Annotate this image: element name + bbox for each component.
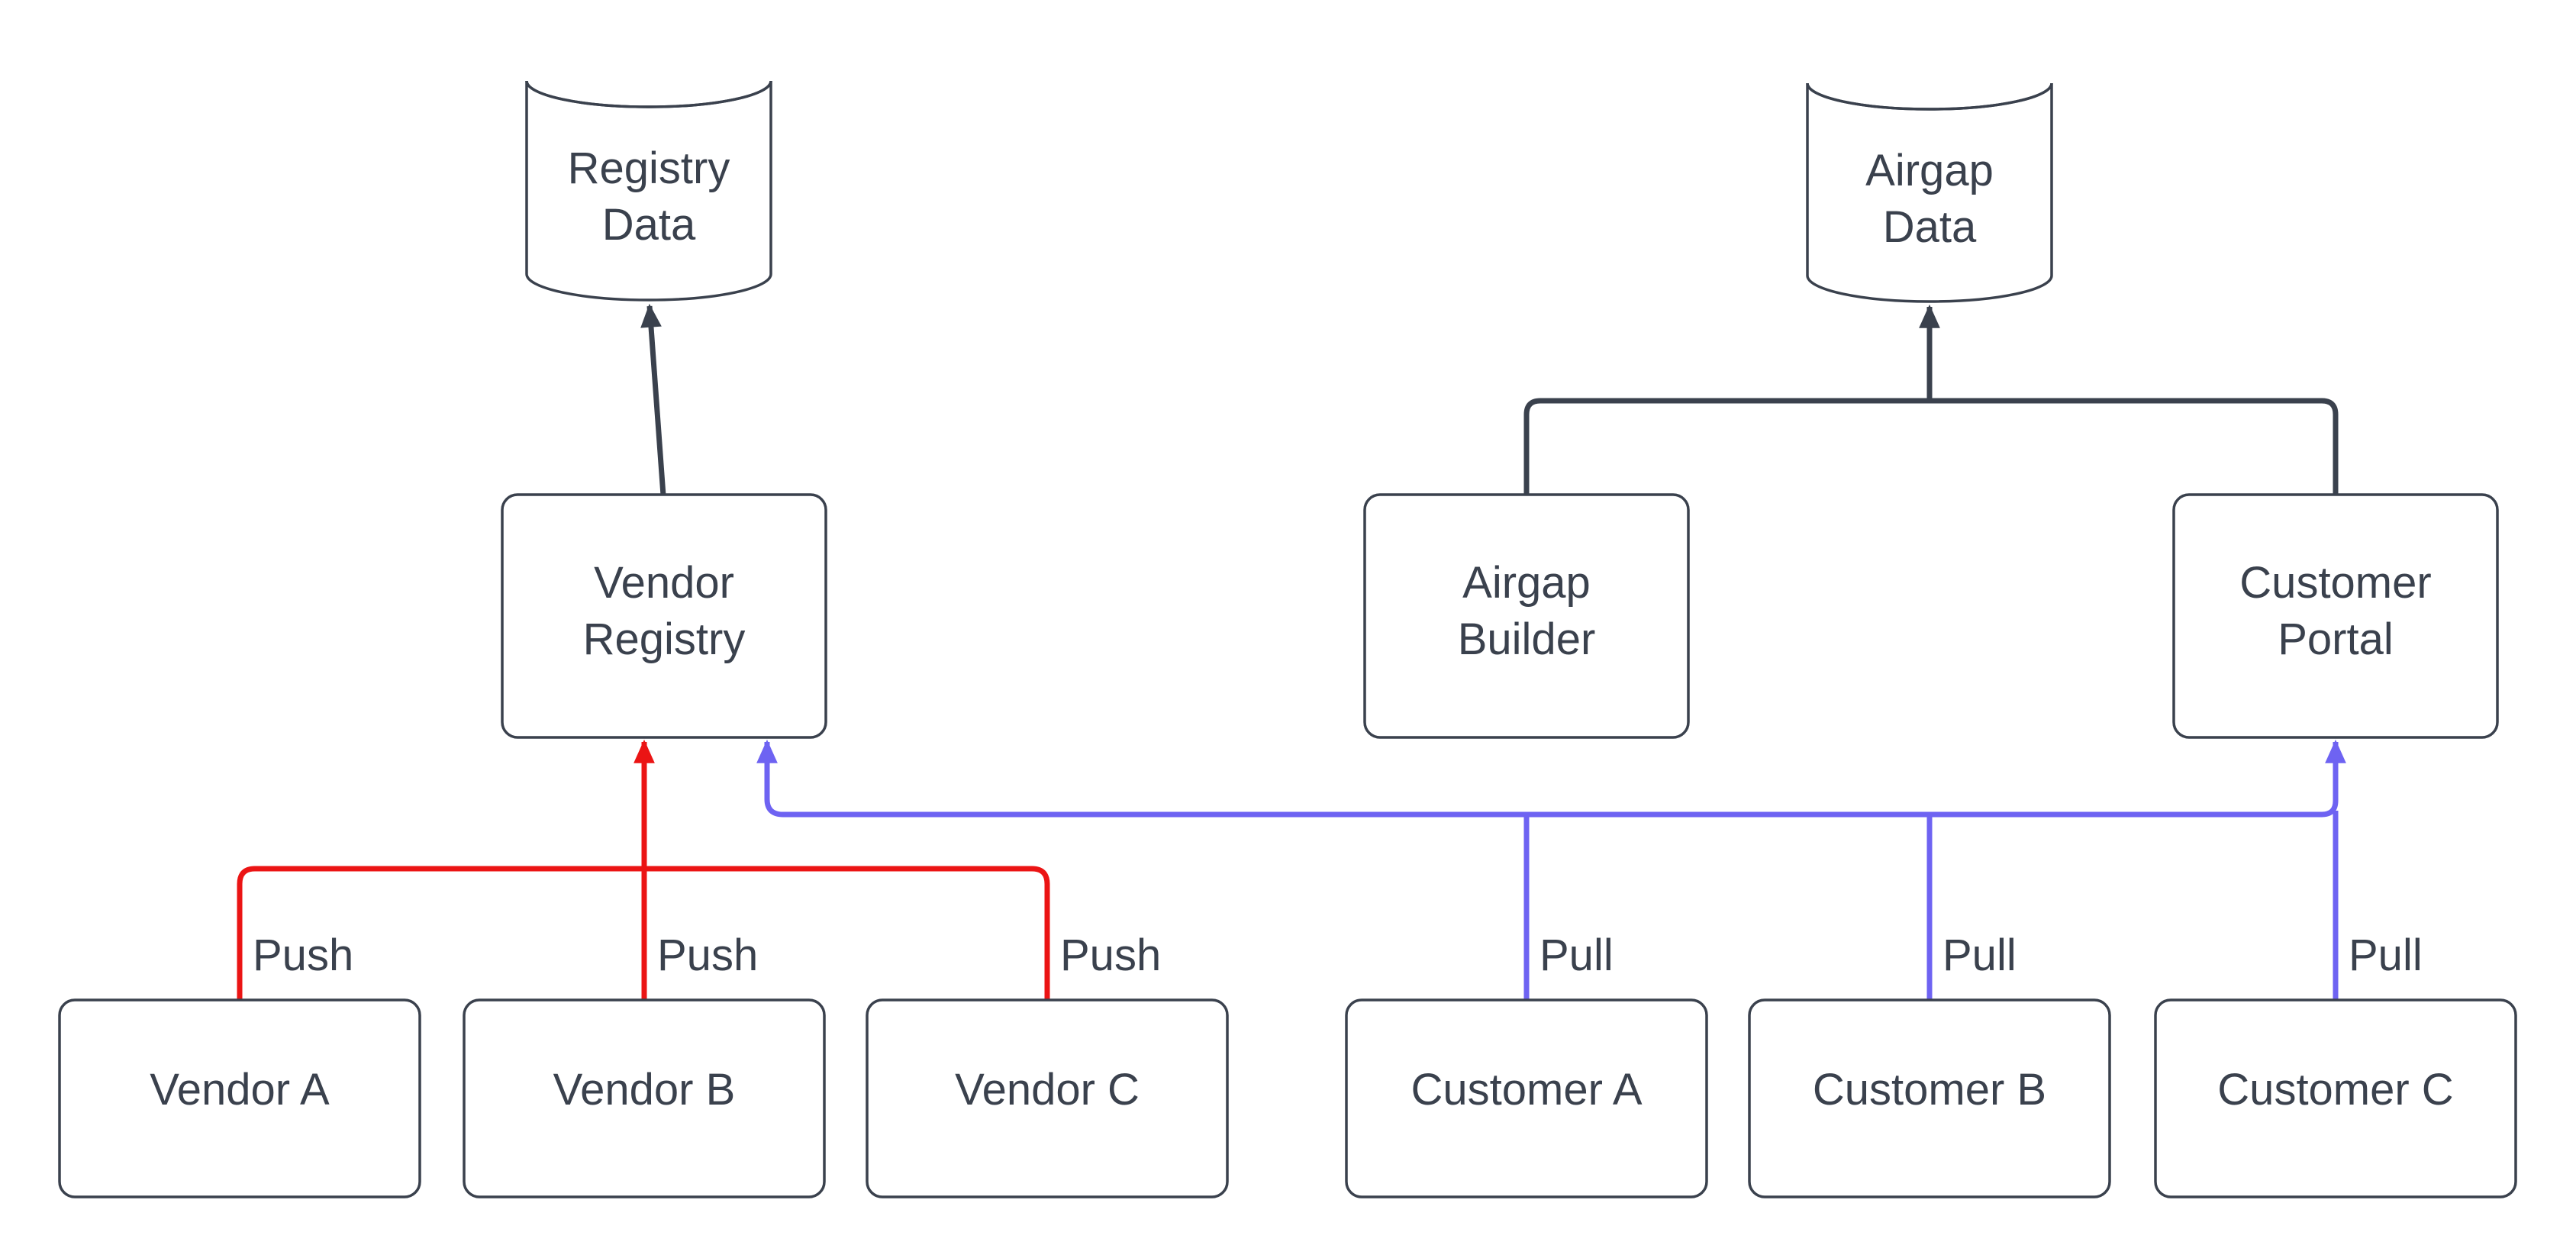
edge-customer-portal-to-merge bbox=[1930, 398, 2339, 495]
registry-data-cylinder-rim bbox=[525, 80, 772, 108]
edge-pull-to-vendor-registry bbox=[756, 739, 784, 818]
node-customer-portal bbox=[2172, 493, 2499, 739]
node-vendor-b bbox=[463, 998, 826, 1198]
node-customer-c bbox=[2154, 998, 2517, 1198]
node-customer-a bbox=[1345, 998, 1708, 1198]
edge-pull-bus-to-customer-portal bbox=[783, 739, 2346, 818]
edge-airgap-builder-to-merge bbox=[1523, 398, 1930, 495]
node-vendor-c bbox=[866, 998, 1229, 1198]
node-airgap-data-cylinder bbox=[1806, 82, 2053, 303]
node-customer-b bbox=[1748, 998, 2111, 1198]
airgap-data-cylinder-rim bbox=[1806, 82, 2053, 111]
edge-vendor-registry-to-registry-data bbox=[640, 303, 666, 496]
node-vendor-a bbox=[58, 998, 421, 1198]
node-airgap-builder bbox=[1363, 493, 1690, 739]
node-vendor-registry bbox=[501, 493, 827, 739]
node-registry-data-cylinder bbox=[525, 80, 772, 302]
